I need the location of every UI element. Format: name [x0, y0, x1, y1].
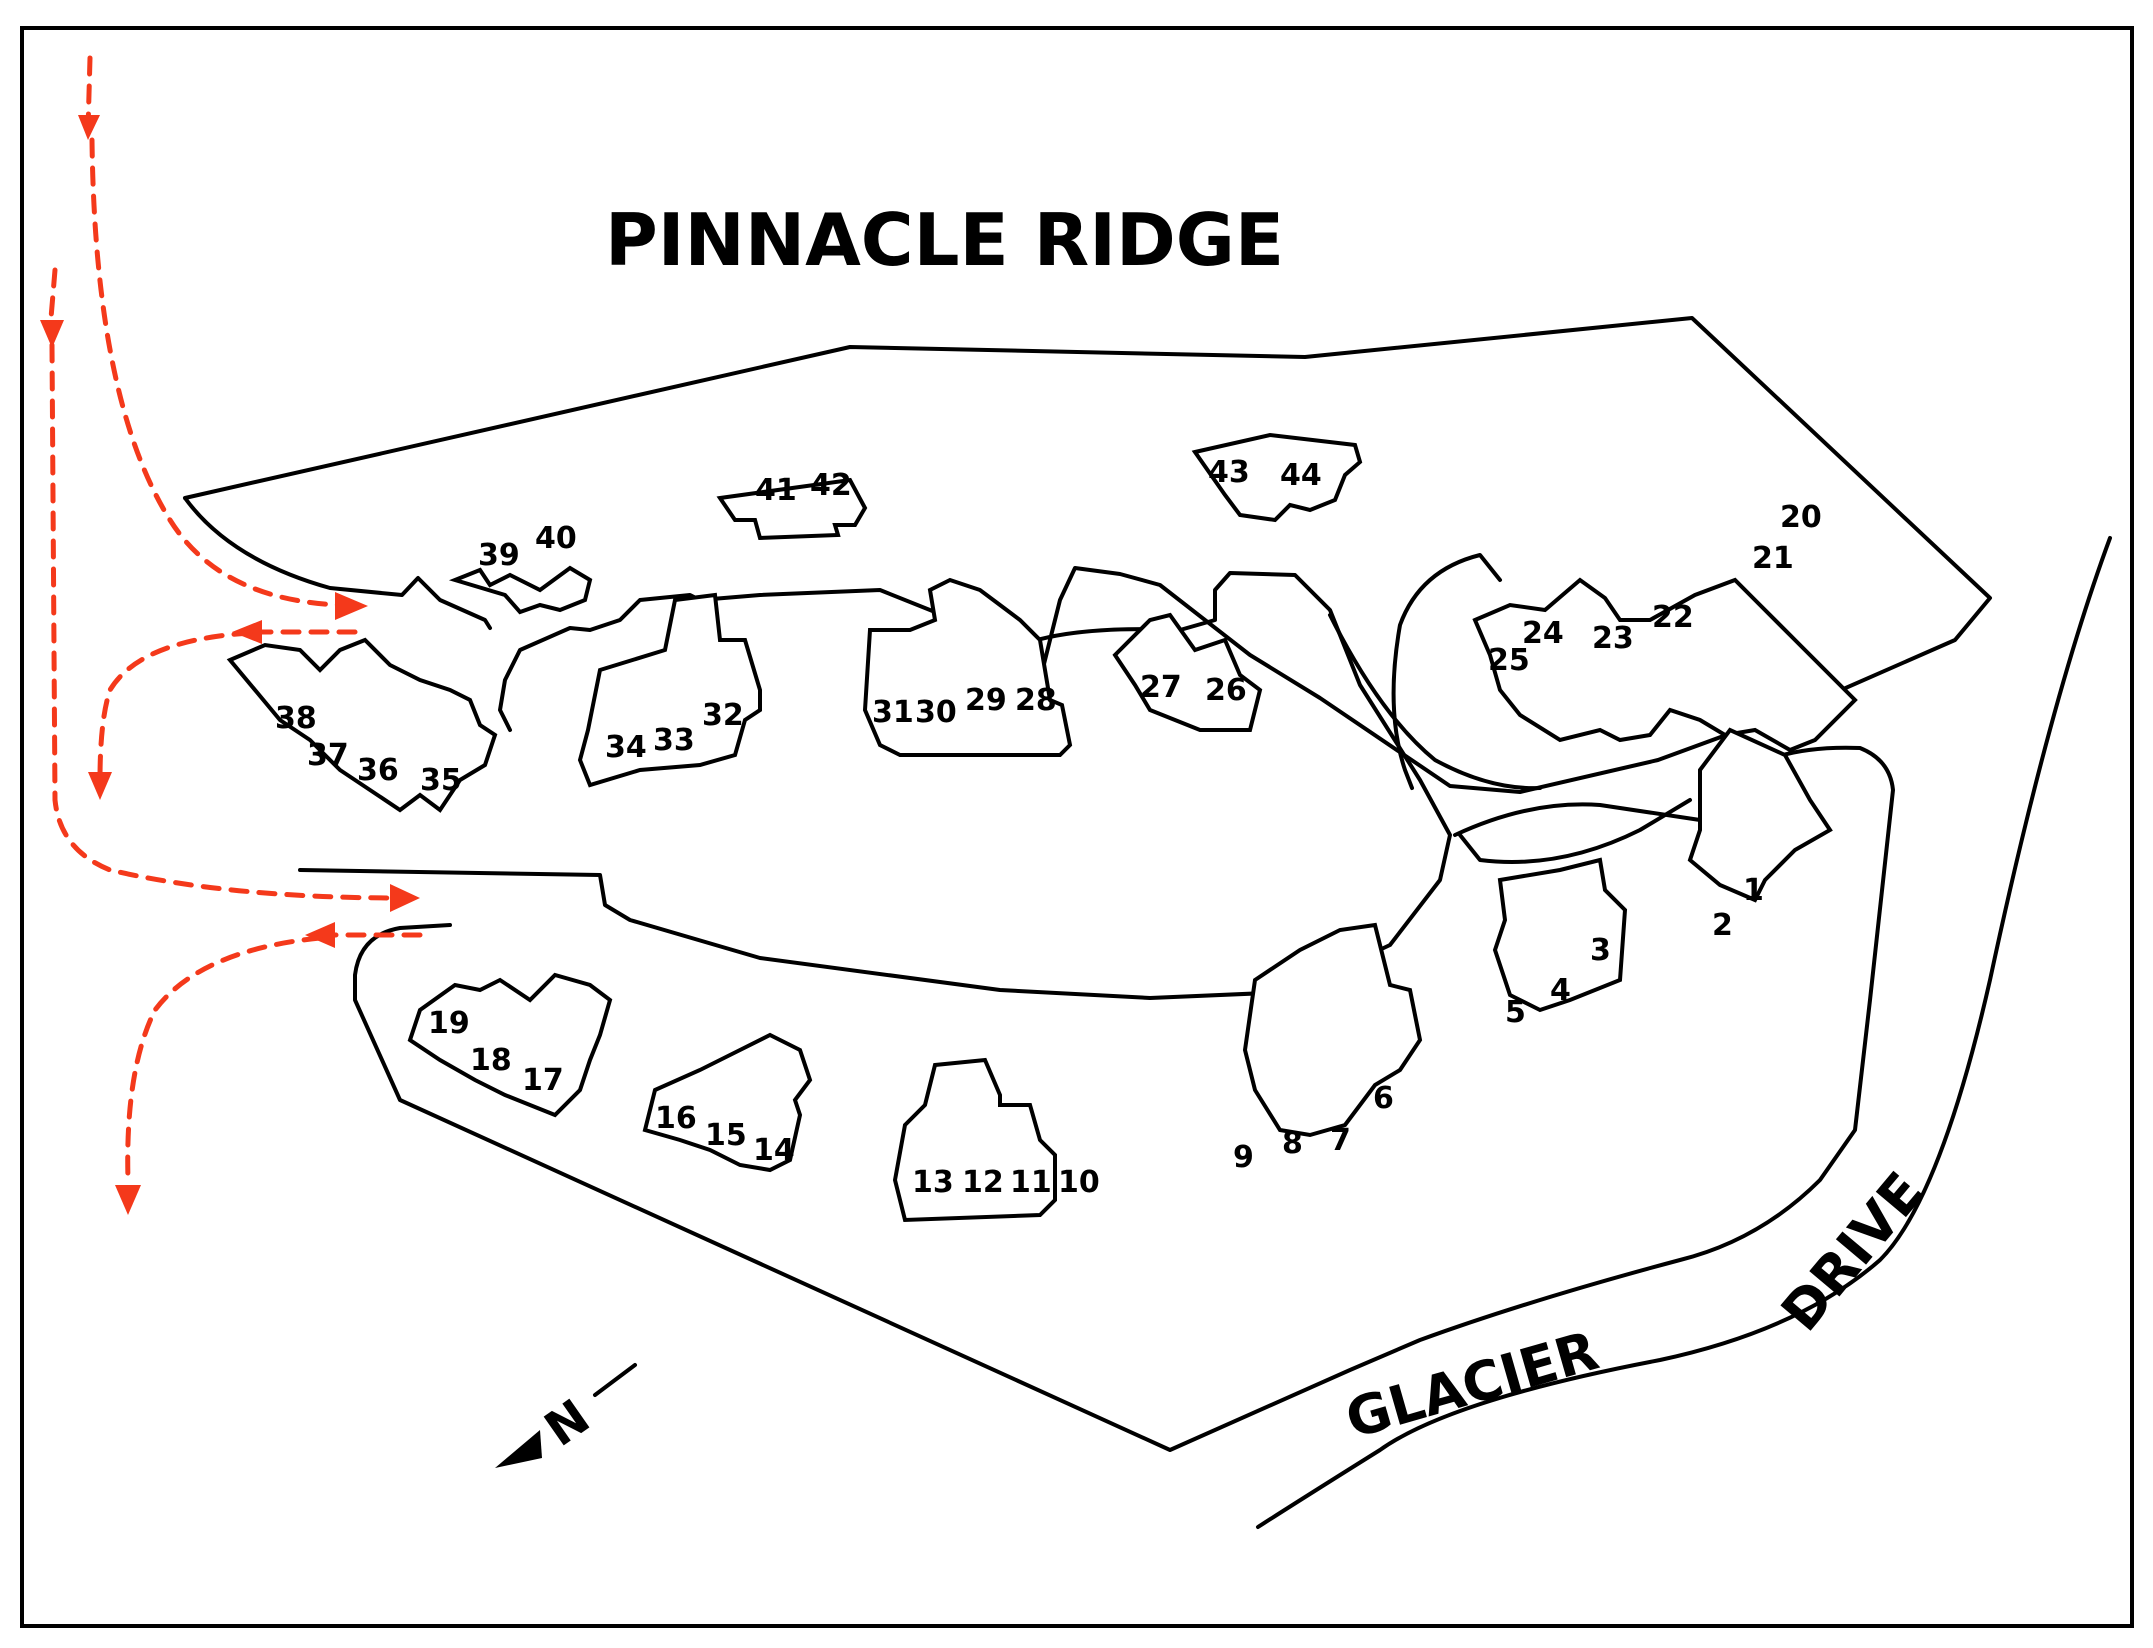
road-label-glacier: GLACIER [1339, 1319, 1605, 1451]
north-arrow-line [593, 1363, 637, 1397]
unit-label: 24 [1522, 616, 1564, 651]
unit-label: 20 [1780, 500, 1822, 535]
unit-label: 26 [1205, 673, 1247, 708]
unit-label: 27 [1140, 670, 1182, 705]
access-routes [40, 55, 423, 1215]
unit-label: 17 [522, 1063, 564, 1098]
unit-label: 40 [535, 521, 577, 556]
unit-label: 34 [605, 730, 647, 765]
upper-road-path [1391, 553, 1502, 790]
road-label-drive: DRIVE [1769, 1161, 1936, 1343]
unit-label: 37 [307, 738, 349, 773]
unit-label: 3 [1590, 933, 1611, 968]
lower-lane [353, 745, 1895, 1452]
unit-label: 11 [1010, 1165, 1052, 1200]
unit-label: 13 [912, 1165, 954, 1200]
property-boundary [183, 316, 1992, 794]
unit-label: 9 [1233, 1140, 1254, 1175]
unit-label: 23 [1592, 621, 1634, 656]
unit-label: 36 [357, 753, 399, 788]
inner-road-loop [298, 571, 1452, 1000]
unit-label: 29 [965, 683, 1007, 718]
unit-label: 35 [420, 763, 462, 798]
unit-label: 42 [810, 468, 852, 503]
unit-label: 16 [655, 1101, 697, 1136]
unit-label: 12 [962, 1165, 1004, 1200]
map-title: PINNACLE RIDGE [605, 198, 1284, 282]
unit-label: 1 [1743, 873, 1764, 908]
unit-label: 30 [915, 695, 957, 730]
unit-label: 15 [705, 1118, 747, 1153]
north-arrow-triangle-icon [495, 1430, 542, 1468]
unit-label: 25 [1488, 643, 1530, 678]
unit-labels: 1 2 3 4 5 6 7 8 9 10 11 12 13 14 15 16 1… [275, 455, 1822, 1200]
unit-label: 7 [1330, 1123, 1351, 1158]
unit-label: 6 [1373, 1081, 1394, 1116]
unit-label: 38 [275, 701, 317, 736]
unit-label: 41 [755, 473, 797, 508]
unit-label: 43 [1208, 455, 1250, 490]
upper-right-lane [1328, 613, 1542, 791]
north-arrow: N [495, 1363, 637, 1468]
unit-label: 44 [1280, 458, 1322, 493]
unit-label: 32 [702, 698, 744, 733]
buildings [226, 432, 1858, 1223]
unit-label: 21 [1752, 541, 1794, 576]
unit-label: 33 [653, 723, 695, 758]
unit-label: 10 [1058, 1165, 1100, 1200]
unit-label: 2 [1712, 908, 1733, 943]
right-lane [1458, 798, 1692, 864]
unit-label: 22 [1652, 600, 1694, 635]
unit-label: 18 [470, 1043, 512, 1078]
unit-label: 31 [872, 695, 914, 730]
unit-label: 4 [1550, 973, 1571, 1008]
unit-label: 8 [1282, 1126, 1303, 1161]
unit-label: 28 [1015, 683, 1057, 718]
unit-label: 14 [753, 1133, 795, 1168]
unit-label: 5 [1505, 995, 1526, 1030]
glacier-drive-road-edge [1256, 536, 2112, 1529]
map-frame [20, 26, 2134, 1628]
north-label: N [535, 1389, 600, 1458]
unit-label: 19 [428, 1006, 470, 1041]
unit-label: 39 [478, 538, 520, 573]
